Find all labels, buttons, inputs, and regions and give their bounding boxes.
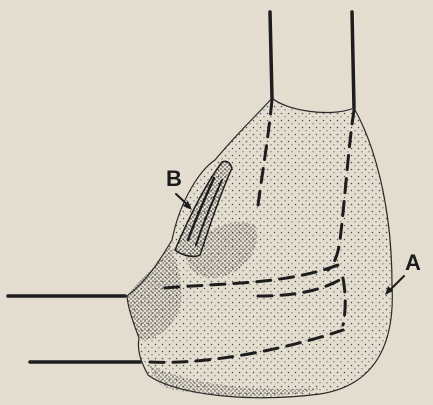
- upper-tube-left-wall: [270, 12, 272, 98]
- label-b: B: [166, 166, 182, 191]
- upper-tube-right-wall: [352, 12, 354, 108]
- label-a: A: [405, 250, 421, 275]
